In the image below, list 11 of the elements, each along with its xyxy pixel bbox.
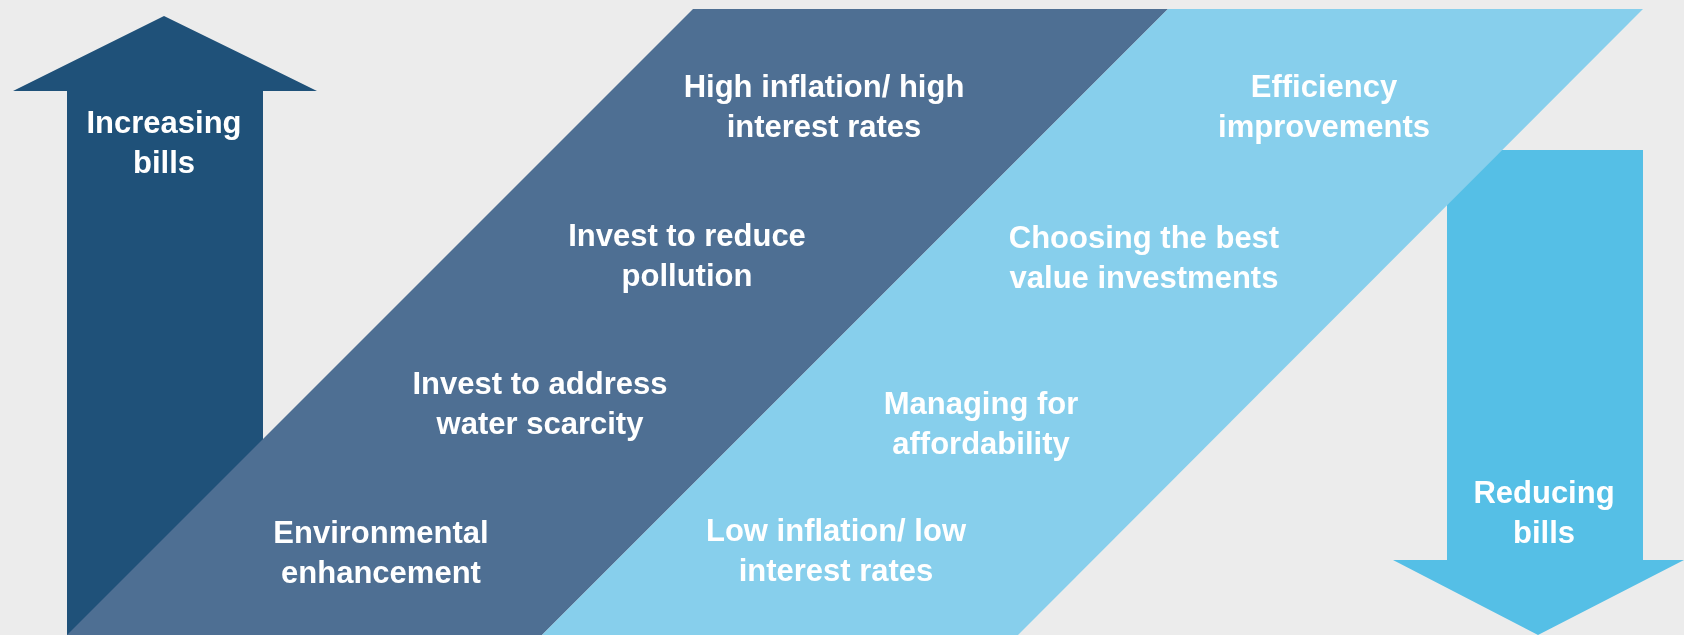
- band-text: Invest to address water scarcity: [411, 365, 669, 443]
- band-text: Environmental enhancement: [272, 514, 490, 592]
- band-text: High inflation/ high interest rates: [682, 68, 966, 146]
- arrow-label: Reducing bills: [1472, 474, 1616, 552]
- arrow-label: Increasing bills: [85, 104, 243, 182]
- down-arrow: [1393, 150, 1684, 635]
- band-text: Efficiency improvements: [1217, 68, 1431, 146]
- band-text: Invest to reduce pollution: [567, 217, 807, 295]
- band-text: Low inflation/ low interest rates: [705, 512, 967, 590]
- band-text: Managing for affordability: [882, 385, 1080, 463]
- band-text: Choosing the best value investments: [1007, 219, 1281, 297]
